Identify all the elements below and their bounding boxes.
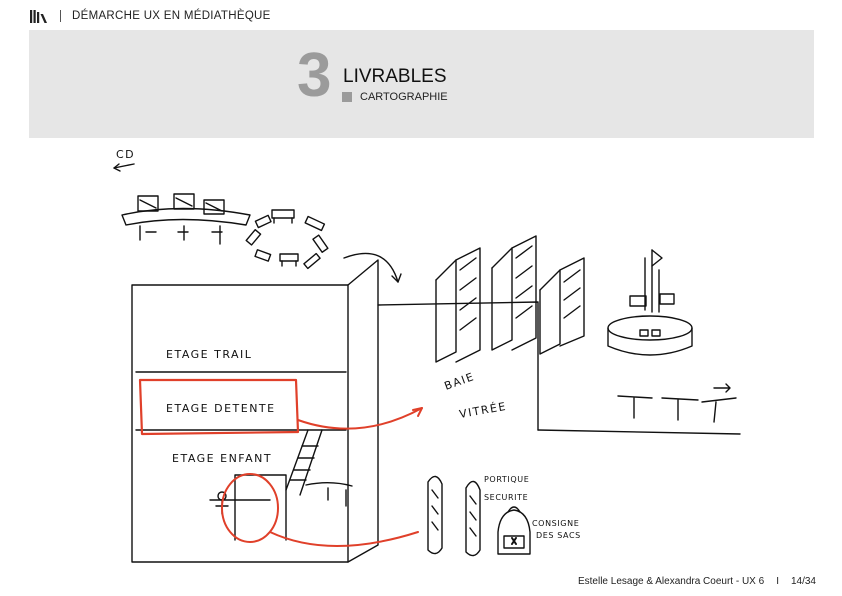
study-tables <box>617 383 737 423</box>
page-subtitle: CARTOGRAPHIE <box>360 91 448 103</box>
page-number: 14/34 <box>790 576 816 587</box>
entrance-highlight <box>221 473 279 543</box>
floor-outline <box>377 301 539 431</box>
library-map-sketch: CD ETAGE TRAIL ETAGE DETENTE ETAGE ENFAN… <box>113 148 741 563</box>
footer: Estelle Lesage & Alexandra Coeurt - UX 6… <box>578 576 816 587</box>
backpack-icon <box>497 509 531 555</box>
footer-separator: I <box>776 576 779 587</box>
floor-detente-label: ETAGE DETENTE <box>166 402 276 415</box>
cd-label: CD <box>116 148 135 161</box>
arrow-down-icon <box>343 252 399 283</box>
header-separator <box>60 10 61 22</box>
computer-monitor-icon <box>137 195 159 212</box>
bag-note-1: CONSIGNE <box>532 519 579 528</box>
building-floors: ETAGE TRAIL ETAGE DETENTE ETAGE ENFANT <box>131 259 379 563</box>
bag-note-2: DES SACS <box>536 531 581 540</box>
portique-label-1: PORTIQUE <box>484 475 529 484</box>
footer-authors: Estelle Lesage & Alexandra Coeurt - UX 6 <box>577 576 765 587</box>
number-dot <box>342 92 352 102</box>
top-bar: DÉMARCHE UX EN MÉDIATHÈQUE <box>30 8 271 24</box>
bag-locker: CONSIGNE DES SACS <box>497 506 581 555</box>
computer-monitor-icon <box>203 199 225 215</box>
baie-label-2: VITRÉE <box>458 400 508 421</box>
library-books-icon <box>30 10 47 23</box>
computer-monitor-icon <box>173 193 195 210</box>
baie-label-1: BAIE <box>443 370 477 393</box>
arrow-right-icon <box>297 407 423 430</box>
page-title: LIVRABLES <box>343 66 447 87</box>
computer-desk <box>121 193 251 245</box>
info-desk <box>607 249 693 356</box>
floor-trail-label: ETAGE TRAIL <box>166 348 252 361</box>
book-icon <box>639 329 649 337</box>
entrance-arrow <box>269 531 419 547</box>
arrow-right-small-icon <box>713 383 731 393</box>
title-banner: 3 LIVRABLES CARTOGRAPHIE <box>29 30 814 138</box>
arrow-left-icon <box>113 163 135 169</box>
section-name: DÉMARCHE UX EN MÉDIATHÈQUE <box>72 10 271 22</box>
detente-highlight <box>138 378 300 436</box>
bookshelves <box>435 235 585 363</box>
floor-enfant-label: ETAGE ENFANT <box>172 452 272 465</box>
cd-direction: CD <box>113 148 135 172</box>
seating-circle <box>245 209 329 270</box>
section-number: 3 <box>297 41 332 110</box>
portique-label-2: SECURITE <box>484 493 528 502</box>
security-gate: PORTIQUE SECURITE <box>427 475 529 557</box>
